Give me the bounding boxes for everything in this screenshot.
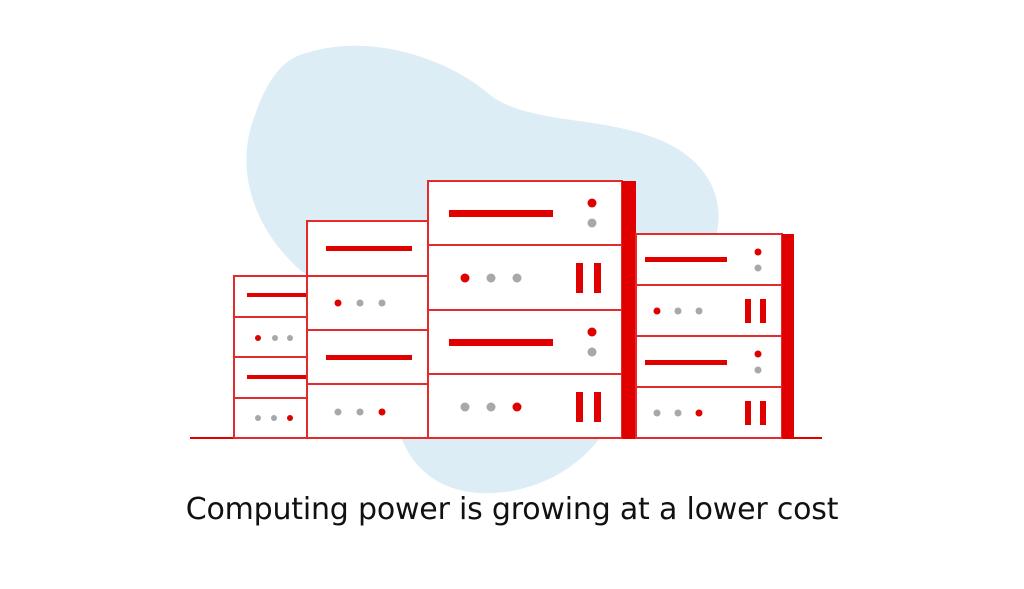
server-rack-medium [306, 220, 429, 439]
server-rack-small-left [233, 275, 308, 439]
server-rack-tall [427, 180, 636, 439]
caption-text: Computing power is growing at a lower co… [185, 492, 839, 527]
server-rack-right [635, 233, 794, 439]
